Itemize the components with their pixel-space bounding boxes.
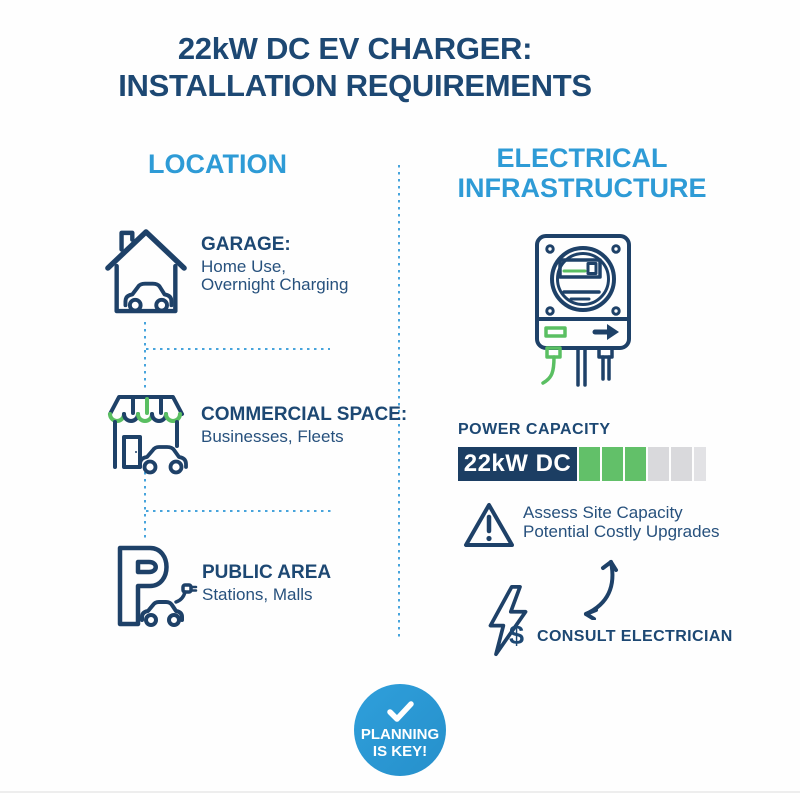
location-heading: LOCATION: [148, 149, 287, 179]
power-capacity-bar: 22kW DC: [458, 447, 706, 481]
lightning-dollar-icon: [484, 583, 532, 659]
capacity-segment: [648, 447, 669, 481]
column-divider-dotted-line: [398, 165, 400, 640]
title-line-1: 22kW DC EV CHARGER:: [177, 31, 533, 66]
capacity-segment: [671, 447, 692, 481]
garage-label: GARAGE:: [201, 234, 291, 255]
connector-dotted-line: [146, 510, 332, 512]
bottom-divider: [0, 791, 800, 793]
dollar-sign: $: [509, 620, 525, 650]
capacity-segment: [602, 447, 623, 481]
garage-item: GARAGE: Home Use, Overnight Charging: [201, 234, 348, 294]
storefront-icon: [100, 390, 192, 475]
page-title: 22kW DC EV CHARGER: INSTALLATION REQUIRE…: [0, 30, 710, 104]
capacity-segment: [694, 447, 706, 481]
garage-desc-2: Overnight Charging: [201, 275, 349, 294]
capacity-segment: [579, 447, 600, 481]
warning-triangle-icon: [463, 501, 515, 549]
warning-line-2: Potential Costly Upgrades: [523, 522, 720, 541]
capacity-segment: [625, 447, 646, 481]
public-area-label: PUBLIC AREA: [202, 562, 332, 583]
connector-dotted-line: [146, 348, 330, 350]
warning-text: Assess Site Capacity Potential Costly Up…: [523, 503, 720, 541]
power-capacity-label: POWER CAPACITY: [458, 421, 611, 438]
warning-line-1: Assess Site Capacity: [523, 503, 683, 522]
planning-badge: PLANNING IS KEY!: [354, 684, 446, 776]
checkmark-icon: [387, 701, 414, 722]
commercial-item: COMMERCIAL SPACE: Businesses, Fleets: [201, 404, 407, 446]
commercial-label: COMMERCIAL SPACE:: [201, 404, 408, 425]
public-area-desc-1: Stations, Malls: [202, 585, 313, 604]
commercial-desc-1: Businesses, Fleets: [201, 427, 344, 446]
electrical-heading-line-2: INFRASTRUCTURE: [457, 173, 707, 203]
badge-line-2: IS KEY!: [372, 743, 428, 760]
capacity-segments: [577, 447, 706, 481]
public-area-item: PUBLIC AREA Stations, Malls: [202, 562, 331, 604]
electric-meter-icon: [533, 232, 633, 392]
electrical-heading-line-1: ELECTRICAL: [496, 143, 668, 173]
connector-dotted-line: [144, 472, 146, 542]
garage-desc-1: Home Use,: [201, 257, 287, 276]
badge-line-1: PLANNING: [360, 726, 440, 743]
curved-arrow-icon: [578, 556, 622, 620]
title-line-2: INSTALLATION REQUIREMENTS: [118, 68, 592, 103]
power-capacity-value: 22kW DC: [458, 447, 577, 481]
parking-area-icon: [114, 544, 198, 628]
electrical-heading: ELECTRICAL INFRASTRUCTURE: [432, 143, 732, 203]
consult-electrician-label: CONSULT ELECTRICIAN: [537, 628, 733, 645]
connector-dotted-line: [144, 322, 146, 390]
garage-house-icon: [102, 222, 190, 320]
